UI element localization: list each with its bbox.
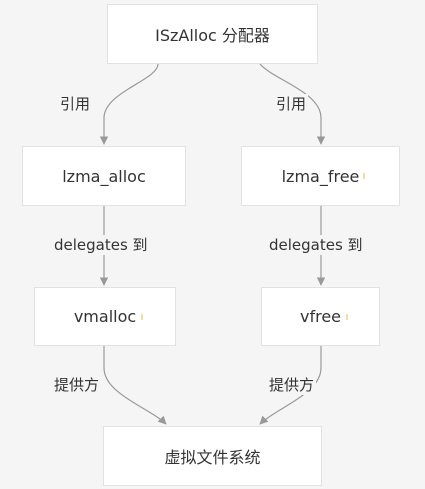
node-vmalloc-mark xyxy=(141,313,143,320)
edge-label-ref-left: 引用 xyxy=(58,94,93,114)
edge-label-provider-left: 提供方 xyxy=(52,375,102,395)
node-lzma-alloc-label: lzma_alloc xyxy=(62,166,146,186)
edge-vmalloc-to-vfs xyxy=(103,346,167,425)
node-vfree-mark xyxy=(346,313,348,320)
edge-label-ref-right: 引用 xyxy=(274,94,309,114)
node-lzma-alloc: lzma_alloc xyxy=(22,146,186,206)
edge-label-provider-right: 提供方 xyxy=(267,375,317,395)
node-vfs-label: 虚拟文件系统 xyxy=(164,448,261,467)
node-lzma-free: lzma_free xyxy=(241,146,400,206)
node-lzma-free-label: lzma_free xyxy=(281,166,360,186)
node-vfree: vfree xyxy=(261,287,380,346)
node-lzma-free-mark xyxy=(363,173,365,179)
node-vfree-label: vfree xyxy=(299,307,341,326)
edge-label-delegates-left: delegates 到 xyxy=(52,235,150,255)
edge-iszalloc-to-lzma-free xyxy=(259,63,326,145)
edge-vfree-to-vfs xyxy=(259,346,322,425)
node-vfs: 虚拟文件系统 xyxy=(103,426,322,486)
node-iszalloc: ISzAlloc 分配器 xyxy=(107,4,318,64)
edge-label-delegates-right: delegates 到 xyxy=(267,235,365,255)
node-iszalloc-label: ISzAlloc 分配器 xyxy=(155,26,270,45)
edge-iszalloc-to-lzma-alloc xyxy=(99,63,159,145)
node-vmalloc: vmalloc xyxy=(34,287,176,346)
node-vmalloc-label: vmalloc xyxy=(73,307,137,326)
